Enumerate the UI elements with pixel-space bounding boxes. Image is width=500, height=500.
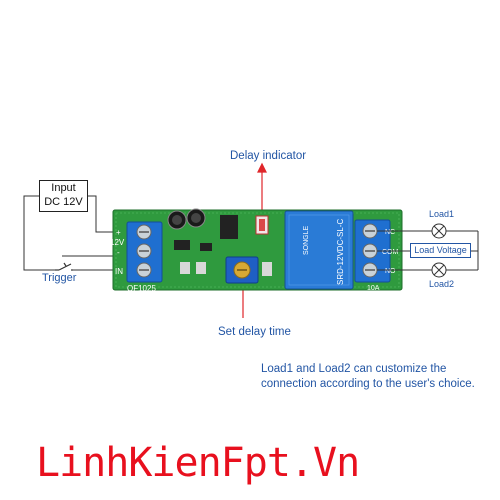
ic-chips xyxy=(174,215,272,276)
terminal-in-label: IN xyxy=(115,267,123,276)
trigger-label: Trigger xyxy=(42,272,77,284)
trigger-switch xyxy=(55,262,73,271)
terminal-minus-label: - xyxy=(117,248,120,257)
load1-lamp-icon xyxy=(431,223,447,239)
terminal-plus-label: + xyxy=(116,228,121,237)
relay xyxy=(284,210,354,290)
capacitors xyxy=(167,208,206,230)
terminal-nc-label: NC xyxy=(385,229,395,236)
input-dc-12v-box: Input DC 12V xyxy=(39,180,88,212)
delay-indicator-label: Delay indicator xyxy=(230,150,307,162)
input-voltage-label: DC 12V xyxy=(44,196,83,208)
load1-label: Load1 xyxy=(429,209,455,219)
terminal-com-label: COM xyxy=(382,249,399,256)
relay-brand-label: SONGLE xyxy=(303,225,310,255)
left-terminal-block xyxy=(126,221,163,283)
input-label: Input xyxy=(51,182,76,194)
load2-lamp-icon xyxy=(431,262,447,278)
delay-indicator-arrow xyxy=(257,162,267,215)
board-model-label: QF1025 xyxy=(127,284,156,293)
set-delay-time-label: Set delay time xyxy=(218,326,291,338)
delay-indicator-led xyxy=(255,215,269,235)
load-wiring xyxy=(377,230,479,271)
relay-model-label: SRD-12VDC-SL-C xyxy=(336,219,345,285)
board-rating-label: 10A xyxy=(367,285,380,292)
delay-potentiometer xyxy=(225,256,259,284)
terminal-no-label: NO xyxy=(385,268,396,275)
load-voltage-box: Load Voltage xyxy=(410,243,471,258)
brand-logo-text: LinhKienFpt.Vn xyxy=(36,440,360,486)
load2-label: Load2 xyxy=(429,279,455,289)
terminal-voltage-label: 12V xyxy=(110,238,125,247)
customize-note: Load1 and Load2 can customize the connec… xyxy=(261,363,475,390)
